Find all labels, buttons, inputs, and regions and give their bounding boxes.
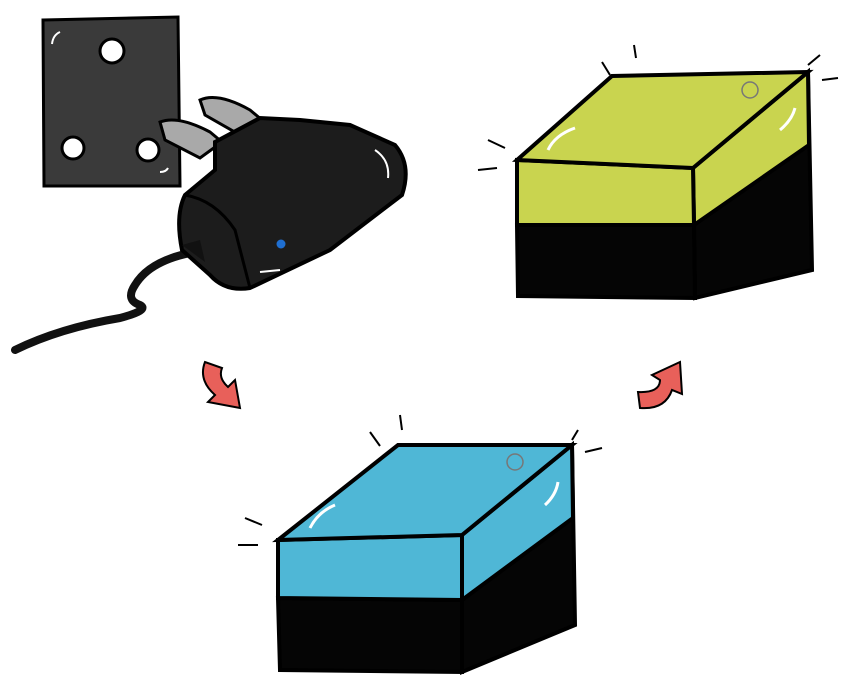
wall-socket: [41, 15, 182, 188]
socket-hole-icon: [98, 37, 126, 65]
led-indicator-icon: [276, 239, 286, 249]
arrow-up-icon: [636, 360, 684, 410]
socket-hole-icon: [60, 135, 86, 161]
charger-cable: [11, 248, 199, 354]
power-bank-yellow: [477, 44, 839, 301]
charger: [177, 115, 408, 291]
arrow-down-icon: [202, 360, 242, 410]
socket-hole-icon: [135, 137, 161, 163]
power-bank-blue: [238, 414, 603, 675]
